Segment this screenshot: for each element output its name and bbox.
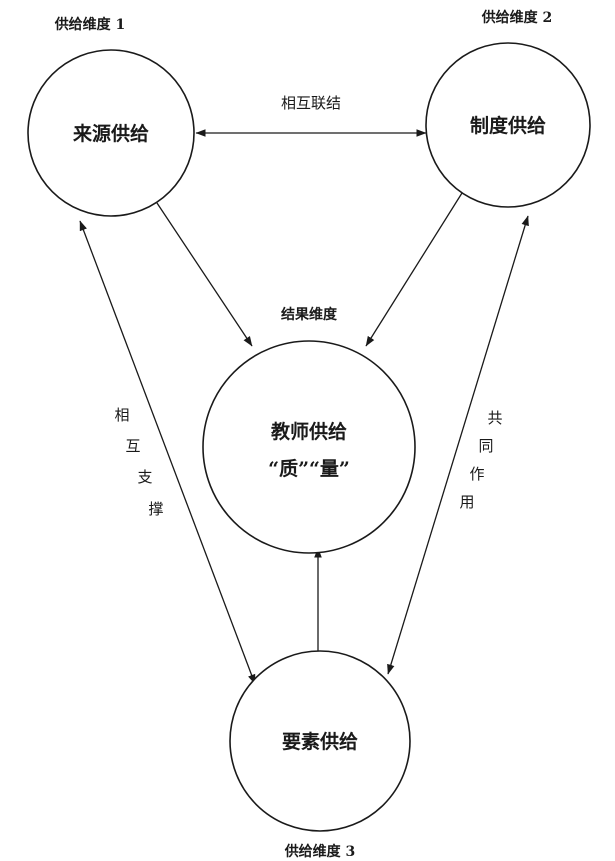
teacher-quality-quantity-label: “质”“量” (268, 458, 350, 480)
mutual-support-char: 撑 (148, 500, 163, 518)
element-supply-node: 要素供给 (229, 650, 411, 832)
teacher-supply-node: 教师供给 “质”“量” (202, 340, 416, 554)
joint-action-arrow (387, 215, 529, 675)
supply-dimension-1-label: 供给维度 1 (54, 16, 126, 33)
element-supply-label: 要素供给 (282, 730, 358, 753)
supply-dimension-3-label: 供给维度 3 (284, 843, 356, 860)
mutual-support-arrow (79, 220, 256, 685)
joint-action-char: 用 (459, 493, 474, 511)
source-to-teacher-arrow (156, 202, 253, 347)
joint-action-char: 同 (478, 437, 493, 455)
teacher-supply-label: 教师供给 (271, 420, 347, 443)
supply-dimension-2-label: 供给维度 2 (481, 9, 553, 26)
system-supply-label: 制度供给 (470, 114, 546, 137)
source-supply-node: 来源供给 (27, 49, 195, 217)
joint-action-label: 共 同 作 用 (459, 409, 502, 511)
joint-action-char: 共 (487, 409, 502, 427)
source-supply-label: 来源供给 (73, 122, 149, 145)
result-dimension-label: 结果维度 (281, 306, 338, 323)
joint-action-char: 作 (469, 465, 484, 483)
system-to-teacher-arrow (365, 192, 463, 347)
system-supply-node: 制度供给 (425, 42, 591, 208)
mutual-support-label: 相 互 支 撑 (114, 406, 163, 518)
mutual-support-char: 支 (137, 468, 152, 486)
mutual-support-char: 互 (125, 437, 140, 455)
interlink-label: 相互联结 (281, 94, 341, 112)
mutual-support-char: 相 (114, 406, 129, 424)
